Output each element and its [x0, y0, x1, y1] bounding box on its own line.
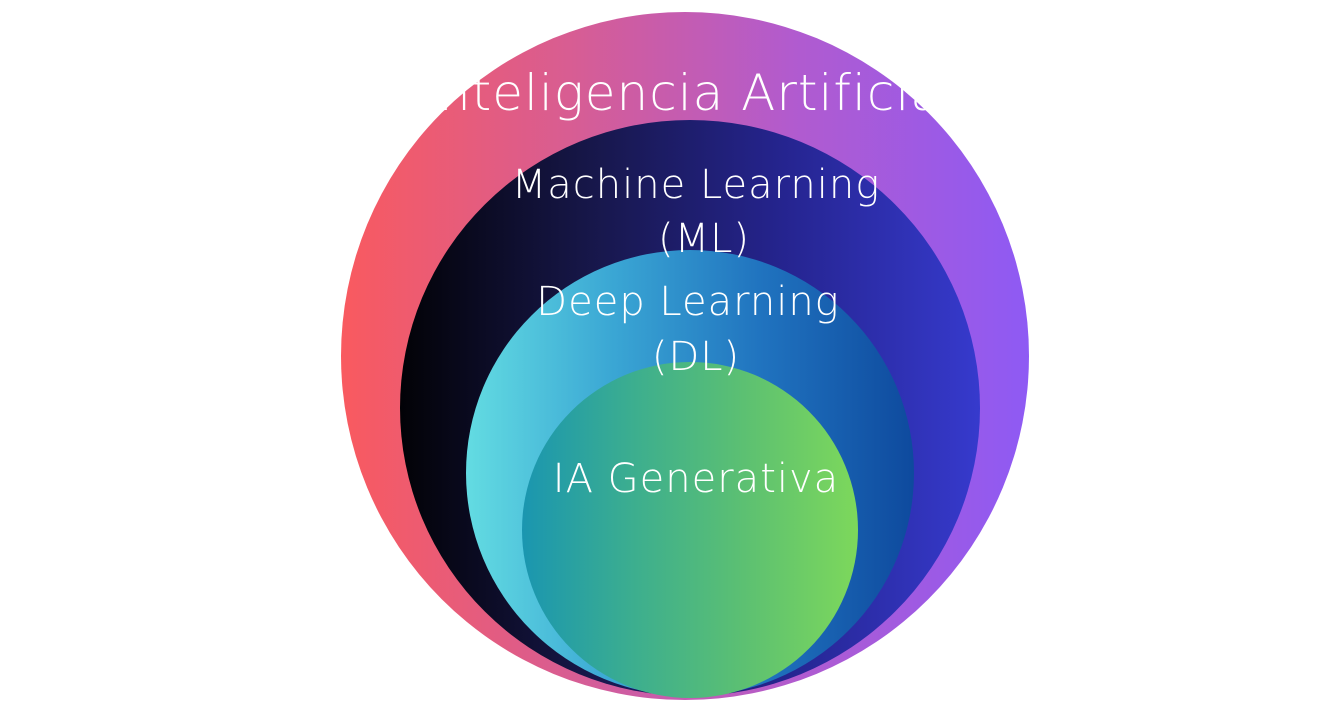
circle-genai [522, 362, 858, 698]
label-ml-line-1: Machine Learning [512, 162, 880, 208]
label-genai: IA Generativa [553, 456, 839, 502]
label-ml-line-2: (ML) [658, 216, 750, 262]
label-dl-line-1: Deep Learning [536, 279, 839, 325]
label-dl-line-2: (DL) [652, 334, 740, 380]
label-ai: Inteligencia Artificial [423, 64, 957, 122]
